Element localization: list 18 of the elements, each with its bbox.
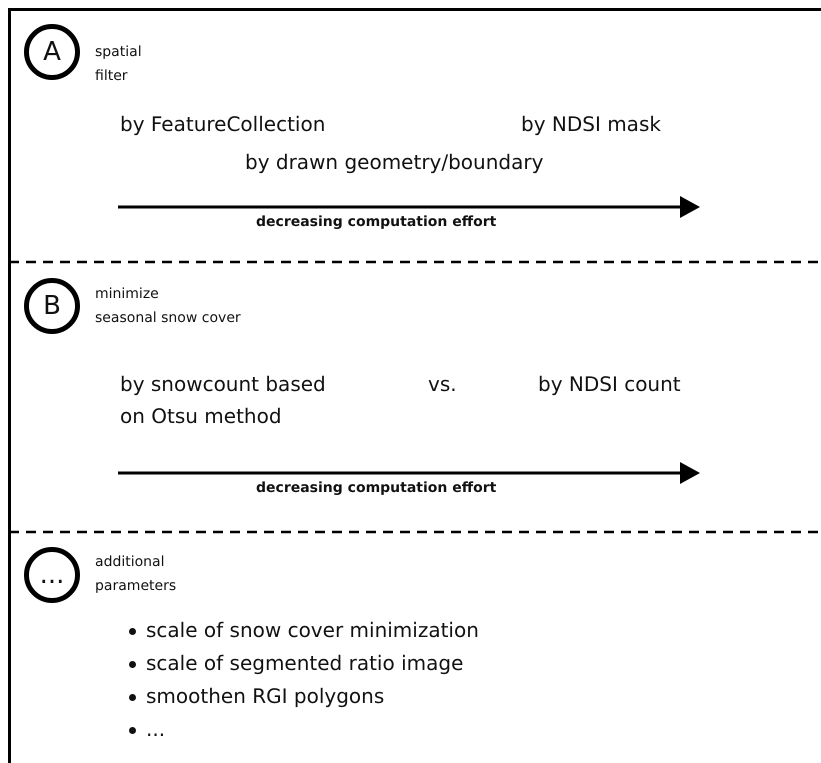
letter-circle: ... xyxy=(24,547,80,603)
list-item: scale of segmented ratio image xyxy=(146,650,464,677)
arrow-caption: decreasing computation effort xyxy=(256,480,496,496)
option-text: by FeatureCollection xyxy=(120,111,326,138)
option-text: by NDSI mask xyxy=(521,111,661,138)
option-text: by NDSI count xyxy=(538,371,681,398)
list-item: scale of snow cover minimization xyxy=(146,617,479,644)
section-heading: additional parameters xyxy=(95,553,176,596)
list-item: smoothen RGI polygons xyxy=(146,683,384,710)
option-text: by drawn geometry/boundary xyxy=(245,149,544,176)
letter-circle: A xyxy=(24,24,80,80)
list-item: ... xyxy=(146,716,166,743)
letter-circle: B xyxy=(24,278,80,334)
arrow-caption: decreasing computation effort xyxy=(256,214,496,230)
section-heading: spatial filter xyxy=(95,43,142,86)
comparison-text: vs. xyxy=(428,371,457,398)
section-heading: minimize seasonal snow cover xyxy=(95,285,241,328)
option-text: by snowcount based on Otsu method xyxy=(120,371,327,430)
